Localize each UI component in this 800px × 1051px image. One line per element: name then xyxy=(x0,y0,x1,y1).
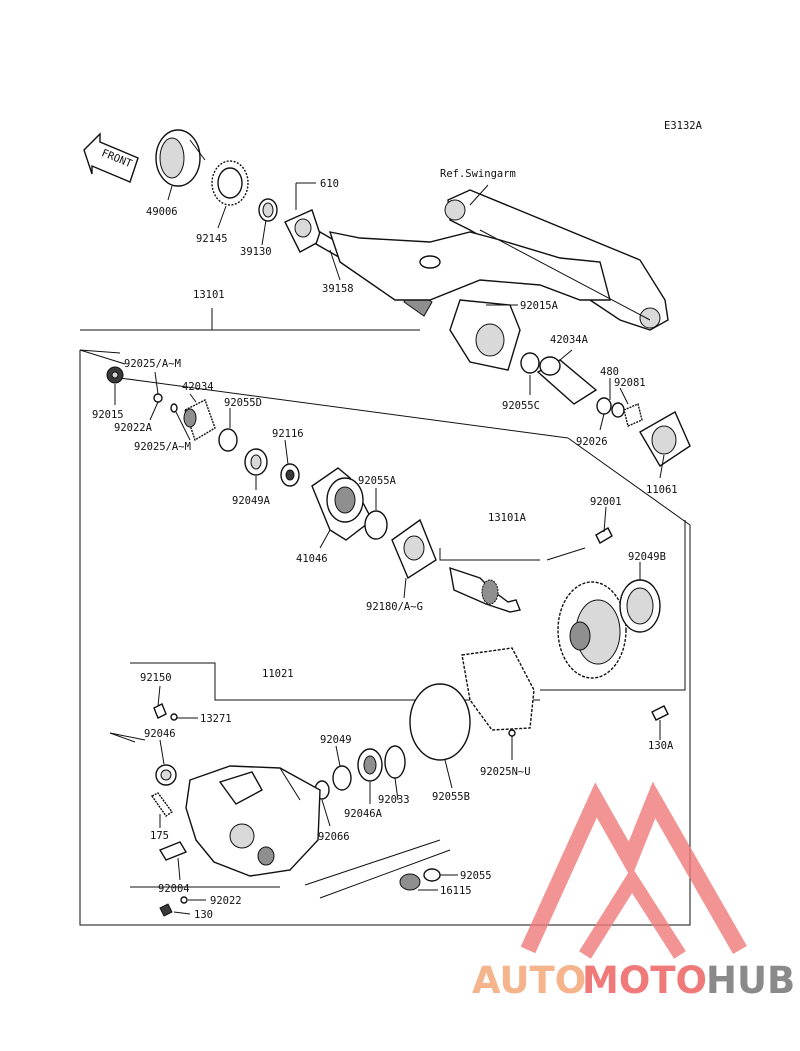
part-130-icon xyxy=(159,903,173,917)
part-labels: E3132A Ref.Swingarm 49006 92145 39130 61… xyxy=(92,120,703,921)
label-13101: 13101 xyxy=(193,289,225,301)
part-11061-icon xyxy=(639,411,691,467)
part-13271-icon xyxy=(170,713,178,721)
swingarm-icon xyxy=(328,189,669,371)
label-92015: 92015 xyxy=(92,409,124,421)
label-92004: 92004 xyxy=(158,883,190,895)
label-16115: 16115 xyxy=(440,885,472,897)
part-130A-icon xyxy=(651,705,669,721)
part-92055D-icon xyxy=(218,428,238,452)
part-92081-icon xyxy=(623,403,643,427)
label-92022: 92022 xyxy=(210,895,242,907)
part-92046-icon xyxy=(155,764,177,786)
part-92004-icon xyxy=(158,841,188,861)
part-92150-icon xyxy=(153,703,167,719)
part-39130-icon xyxy=(258,198,278,222)
label-92055A: 92055A xyxy=(358,475,397,487)
label-41046: 41046 xyxy=(296,553,328,565)
part-92026-icon xyxy=(596,397,612,415)
label-92025AM-bottom: 92025/A~M xyxy=(134,441,191,453)
label-92025AM-top: 92025/A~M xyxy=(124,358,181,370)
label-92049B: 92049B xyxy=(628,551,666,563)
front-arrow-icon: FRONT xyxy=(83,132,139,183)
label-49006: 49006 xyxy=(146,206,178,218)
part-92180-icon xyxy=(391,518,437,580)
label-39130: 39130 xyxy=(240,246,272,258)
diagram-code: E3132A xyxy=(664,120,703,132)
part-92055C-icon xyxy=(520,352,540,374)
label-42034A: 42034A xyxy=(550,334,589,346)
label-92015A: 92015A xyxy=(520,300,559,312)
label-610: 610 xyxy=(320,178,339,190)
part-42034-icon xyxy=(183,399,216,442)
part-13101A-icon xyxy=(449,566,521,613)
label-92049A: 92049A xyxy=(232,495,271,507)
label-92033: 92033 xyxy=(378,794,410,806)
part-49006-icon xyxy=(155,129,206,187)
part-92055-icon xyxy=(423,868,441,882)
label-92180AG: 92180/A~G xyxy=(366,601,423,613)
label-480: 480 xyxy=(600,366,619,378)
final-gear-case-icon xyxy=(185,765,321,877)
watermark-auto: AUTO xyxy=(472,959,586,1002)
part-41046-icon xyxy=(311,467,373,541)
label-92116: 92116 xyxy=(272,428,304,440)
part-480-icon xyxy=(611,402,625,418)
part-92046A-icon xyxy=(357,748,383,782)
part-92025NU-icon xyxy=(461,647,535,737)
part-92055B-icon xyxy=(409,683,471,761)
label-13271: 13271 xyxy=(200,713,232,725)
part-42034A-icon xyxy=(536,356,598,405)
watermark-logo-icon xyxy=(520,781,747,959)
ref-swingarm-label: Ref.Swingarm xyxy=(440,168,516,180)
part-92055A-icon xyxy=(364,510,388,540)
part-92033-icon xyxy=(384,745,406,779)
part-92145-icon xyxy=(211,160,249,206)
label-92055B: 92055B xyxy=(432,791,470,803)
part-175-icon xyxy=(150,792,173,817)
leader-lines xyxy=(114,182,665,915)
label-92049: 92049 xyxy=(320,734,352,746)
label-11021: 11021 xyxy=(262,668,294,680)
part-92049-icon xyxy=(332,765,352,791)
label-92025NU: 92025N~U xyxy=(480,766,531,778)
label-92145: 92145 xyxy=(196,233,228,245)
label-92055C: 92055C xyxy=(502,400,540,412)
label-92026: 92026 xyxy=(576,436,608,448)
label-92066: 92066 xyxy=(318,831,350,843)
label-175: 175 xyxy=(150,830,169,842)
label-92022A: 92022A xyxy=(114,422,153,434)
label-130A: 130A xyxy=(648,740,674,752)
label-42034: 42034 xyxy=(182,381,214,393)
label-13101A: 13101A xyxy=(488,512,527,524)
label-92055D: 92055D xyxy=(224,397,262,409)
ring-gear-icon xyxy=(557,581,627,679)
label-92001: 92001 xyxy=(590,496,622,508)
label-11061: 11061 xyxy=(646,484,678,496)
part-16115-icon xyxy=(399,873,421,891)
part-92116-icon xyxy=(280,463,300,487)
part-92022-icon xyxy=(180,896,188,904)
label-92046A: 92046A xyxy=(344,808,383,820)
label-92046: 92046 xyxy=(144,728,176,740)
automotohub-watermark: AUTO MOTO HUB xyxy=(472,781,795,1002)
part-92049B-icon xyxy=(619,579,661,633)
part-92049A-icon xyxy=(244,448,268,476)
watermark-hub: HUB xyxy=(706,959,795,1002)
watermark-moto: MOTO xyxy=(582,959,707,1002)
assembly-frame xyxy=(79,308,691,926)
part-92015-icon xyxy=(106,366,124,384)
label-39158: 39158 xyxy=(322,283,354,295)
label-92081: 92081 xyxy=(614,377,646,389)
label-92150: 92150 xyxy=(140,672,172,684)
label-92055: 92055 xyxy=(460,870,492,882)
label-130: 130 xyxy=(194,909,213,921)
